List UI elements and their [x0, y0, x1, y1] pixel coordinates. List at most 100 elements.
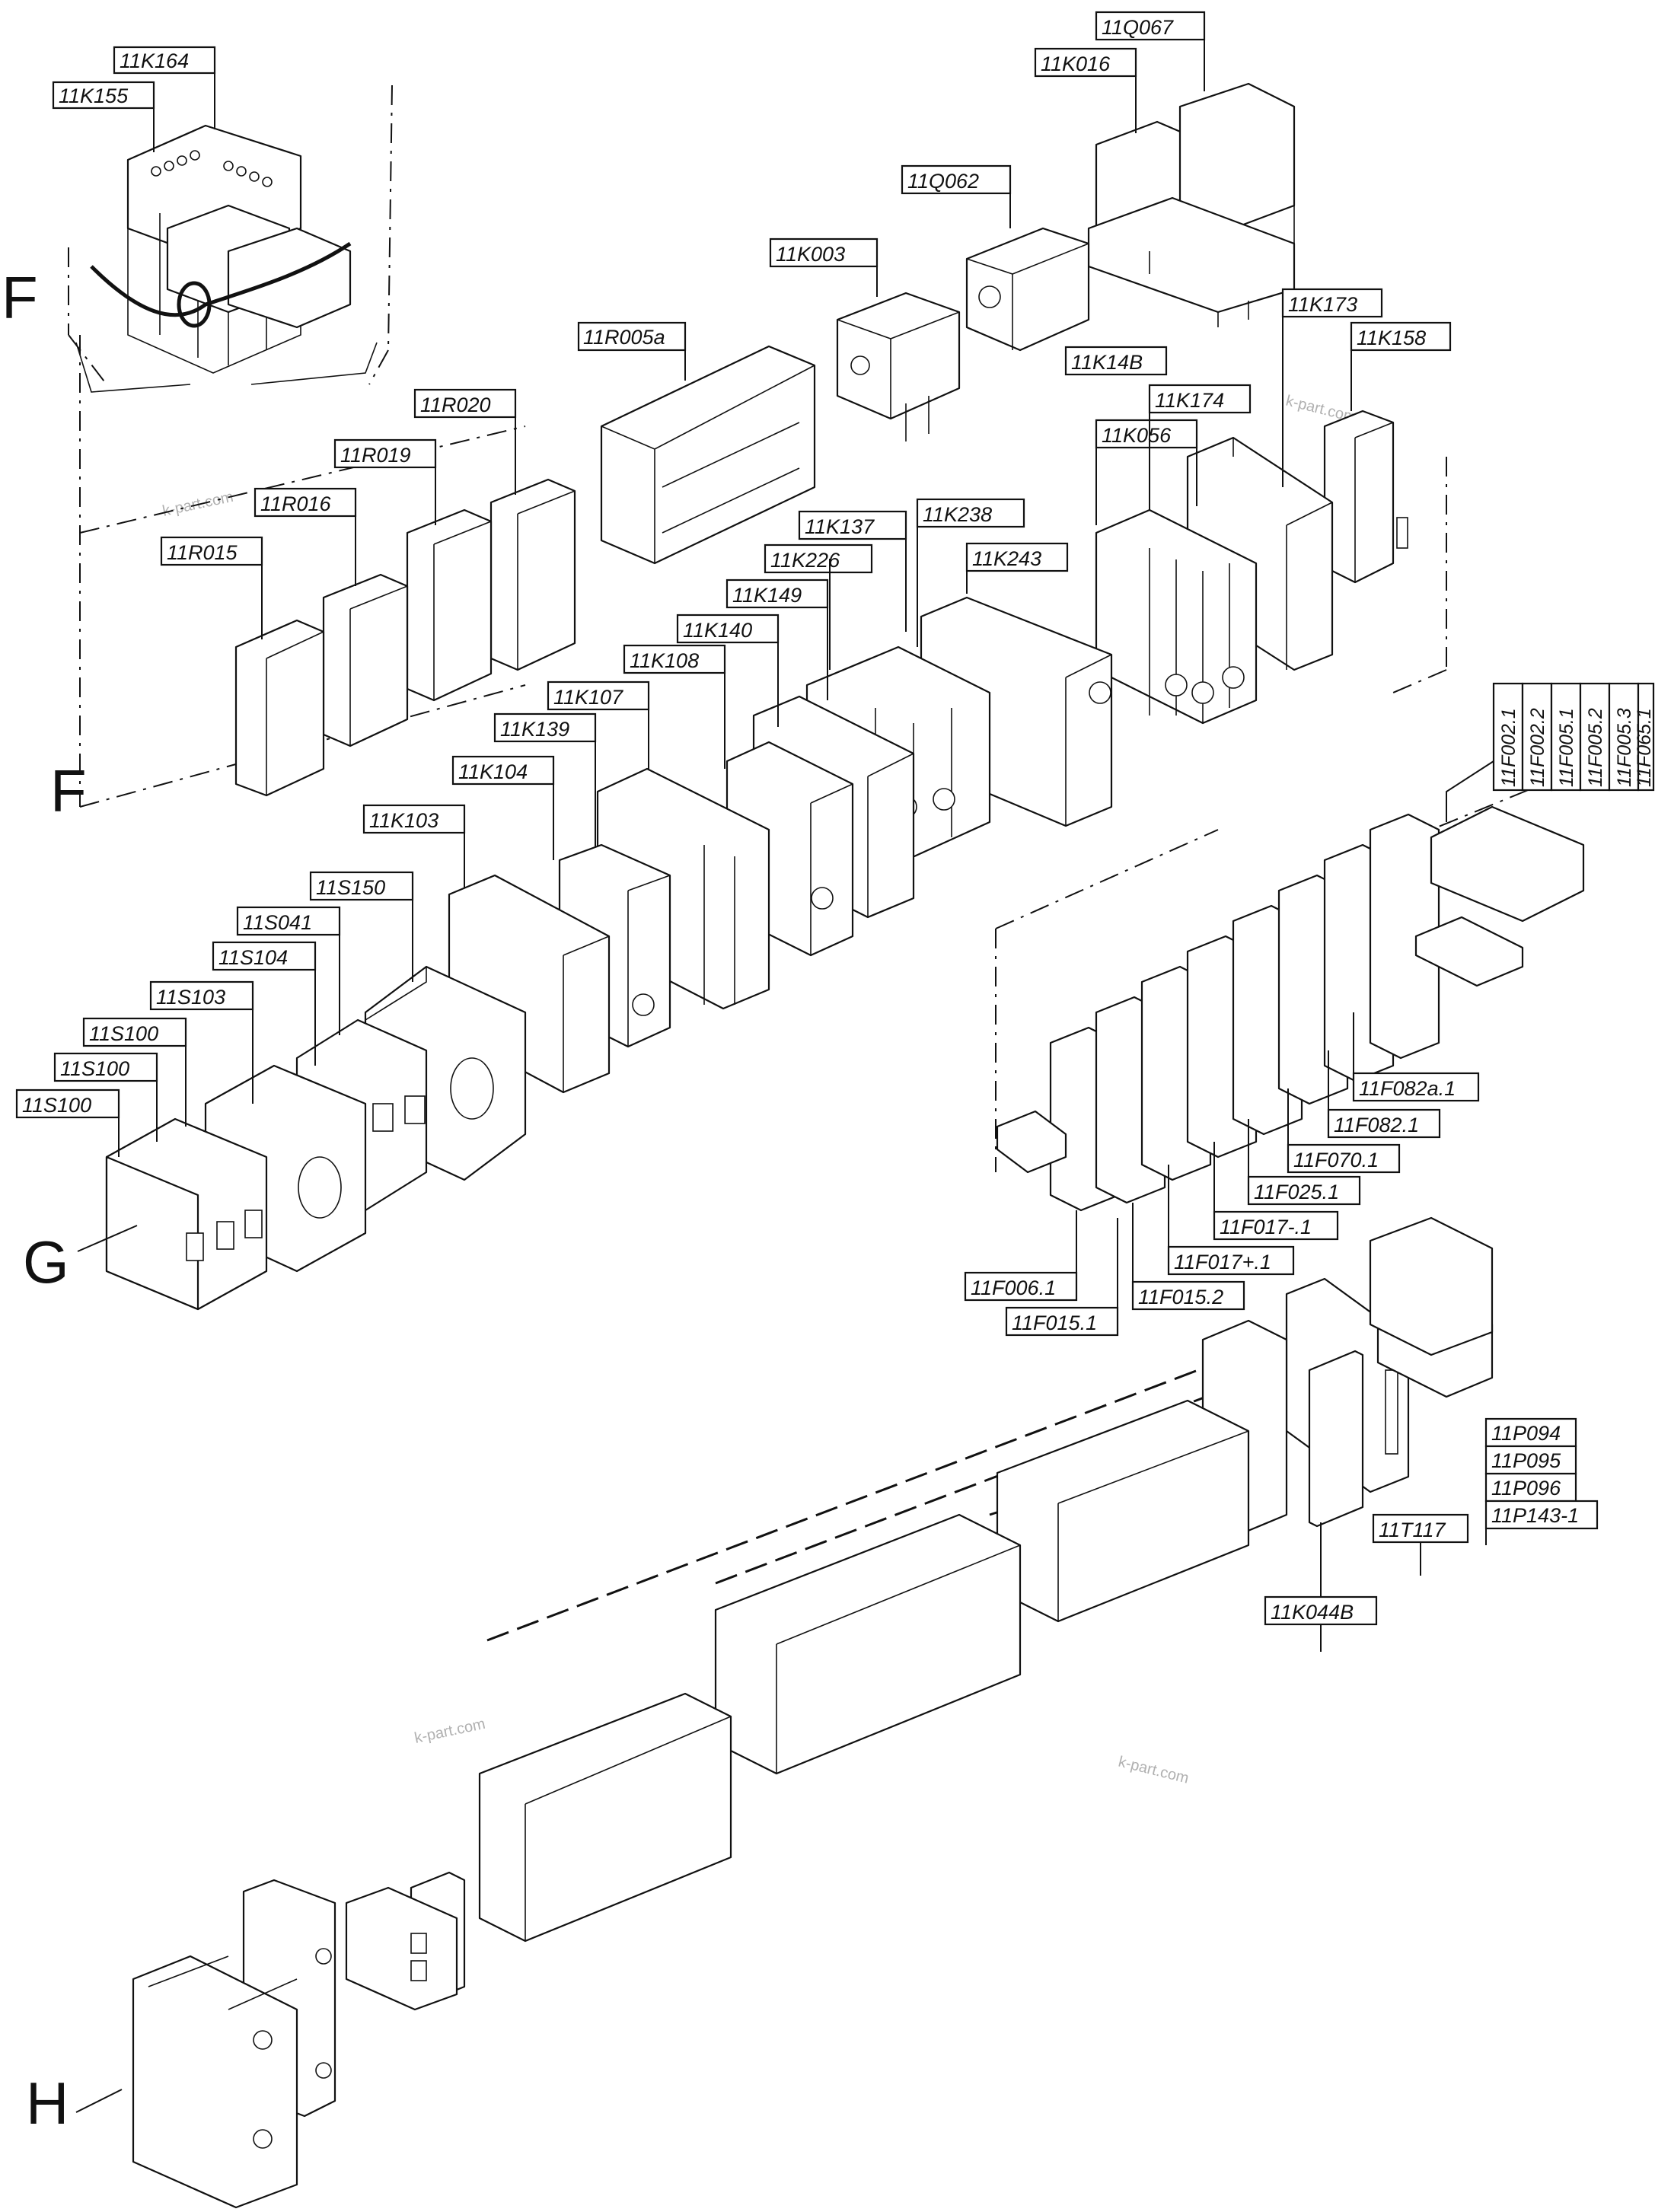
part-label-11k164: 11K164 — [120, 49, 189, 72]
part-label-11p094: 11P094 — [1491, 1422, 1561, 1445]
callout-box — [1352, 1072, 1480, 1102]
watermark: k-part.com — [1117, 1754, 1191, 1787]
part-label-11f017-plus: 11F017+.1 — [1174, 1251, 1271, 1273]
part-label-11r005a: 11R005a — [583, 326, 665, 349]
resistor-block-11r005a — [600, 345, 816, 565]
io-module-large-left — [478, 1692, 732, 1943]
part-label-11s100: 11S100 — [22, 1094, 91, 1117]
part-label-11f082a-1: 11F082a.1 — [1359, 1077, 1456, 1100]
relay-11k003 — [836, 292, 961, 441]
part-label-11f015-2: 11F015.2 — [1138, 1286, 1223, 1308]
callout-box — [1167, 1245, 1295, 1276]
callout-box — [1148, 384, 1252, 414]
callout-box — [1247, 1175, 1361, 1206]
callout-box — [212, 941, 317, 971]
callout-box — [1005, 1306, 1119, 1337]
part-label-11p095: 11P095 — [1491, 1449, 1561, 1472]
part-label-11f017-minus: 11F017-.1 — [1220, 1216, 1312, 1238]
connector-block-top-right — [1369, 1216, 1494, 1356]
part-label-11k173: 11K173 — [1288, 293, 1357, 316]
part-label-11k226: 11K226 — [770, 549, 840, 572]
part-label-11s041: 11S041 — [243, 911, 312, 934]
section-letter-f-mid: F — [50, 757, 87, 824]
callout-box — [149, 980, 254, 1011]
part-label-11k158: 11K158 — [1357, 327, 1426, 349]
part-label-11s100: 11S100 — [60, 1057, 129, 1080]
part-label-11s103: 11S103 — [156, 986, 225, 1009]
callout-box — [451, 755, 555, 786]
part-label-11r020: 11R020 — [420, 394, 491, 416]
part-label-11f002-1: 11F002.1 — [1498, 708, 1519, 787]
callout-box — [493, 712, 597, 743]
callout-box — [1095, 419, 1198, 449]
part-label-11k056: 11K056 — [1102, 424, 1172, 447]
callout-box — [547, 680, 650, 711]
part-label-11f015-1: 11F015.1 — [1012, 1312, 1097, 1334]
part-label-11k103: 11K103 — [369, 809, 438, 832]
callout-box — [254, 487, 357, 518]
section-letter-f-top: F — [2, 264, 38, 331]
part-label-11k016: 11K016 — [1041, 53, 1111, 75]
callout-box — [1034, 47, 1137, 78]
part-label-11k149: 11K149 — [732, 584, 802, 607]
callout-box — [1213, 1210, 1339, 1241]
part-label-11k243: 11K243 — [972, 547, 1041, 570]
callout-box — [362, 804, 466, 834]
resistor-block-11r019 — [406, 508, 493, 702]
part-label-11f005-2: 11F005.2 — [1585, 708, 1606, 787]
callout-box — [113, 46, 216, 75]
callout-box — [1064, 346, 1168, 376]
part-label-11k044b: 11K044B — [1271, 1601, 1354, 1624]
callout-box — [1350, 321, 1452, 352]
resistor-block-11r015 — [234, 619, 325, 797]
callout-box — [964, 1271, 1078, 1302]
part-label-11k14b: 11K14B — [1071, 351, 1143, 374]
io-module-large-middle — [714, 1513, 1022, 1775]
callout-box — [901, 164, 1012, 195]
callout-box — [1372, 1513, 1469, 1544]
detail-relay-cluster — [75, 124, 378, 393]
callout-box — [1095, 11, 1206, 41]
part-label-11p096: 11P096 — [1491, 1477, 1561, 1500]
callout-box — [82, 1017, 187, 1047]
part-label-11k104: 11K104 — [458, 760, 528, 783]
resistor-block-11r020 — [489, 478, 576, 671]
part-label-11k003: 11K003 — [776, 243, 845, 266]
part-label-11q067: 11Q067 — [1102, 16, 1174, 39]
part-label-11k137: 11K137 — [805, 515, 875, 538]
part-label-11f082-1: 11F082.1 — [1334, 1114, 1419, 1136]
part-label-11f065-1: 11F065.1 — [1634, 708, 1655, 787]
part-label-11f025-1: 11F025.1 — [1254, 1181, 1339, 1203]
callout-box — [160, 536, 263, 566]
part-label-11k140: 11K140 — [683, 619, 752, 642]
relay-11q062 — [965, 227, 1090, 352]
part-label-11r019: 11R019 — [340, 444, 411, 467]
relay-11q067-11k016 — [1087, 82, 1296, 327]
part-label-11k174: 11K174 — [1155, 389, 1224, 412]
io-module-large-right — [996, 1399, 1250, 1623]
fuse-label-table: 11F002.1 11F002.2 11F005.1 11F005.2 11F0… — [1446, 682, 1655, 822]
part-label-11r015: 11R015 — [167, 541, 238, 564]
part-label-11f006-1: 11F006.1 — [971, 1277, 1056, 1299]
callout-box — [1327, 1108, 1441, 1139]
relay-11k158 — [1323, 410, 1408, 584]
power-supply-housing — [132, 1955, 298, 2209]
resistor-block-11r016 — [322, 573, 409, 747]
part-label-11k155: 11K155 — [59, 84, 129, 107]
part-label-11r016: 11R016 — [260, 492, 332, 515]
callout-box — [623, 644, 726, 674]
callout-box — [965, 542, 1069, 572]
part-label-11k238: 11K238 — [923, 503, 992, 526]
callout-box — [309, 871, 414, 901]
switch-block-11s100 — [105, 1117, 268, 1311]
callout-box — [413, 388, 517, 419]
callout-box — [769, 237, 879, 268]
part-label-11t117: 11T117 — [1379, 1519, 1446, 1541]
callout-box — [676, 614, 780, 644]
part-label-11k139: 11K139 — [500, 718, 569, 741]
part-label-11s100: 11S100 — [89, 1022, 158, 1045]
terminal-block-small — [345, 1886, 458, 2011]
part-label-11q062: 11Q062 — [907, 170, 979, 193]
part-label-11f002-2: 11F002.2 — [1527, 708, 1548, 787]
